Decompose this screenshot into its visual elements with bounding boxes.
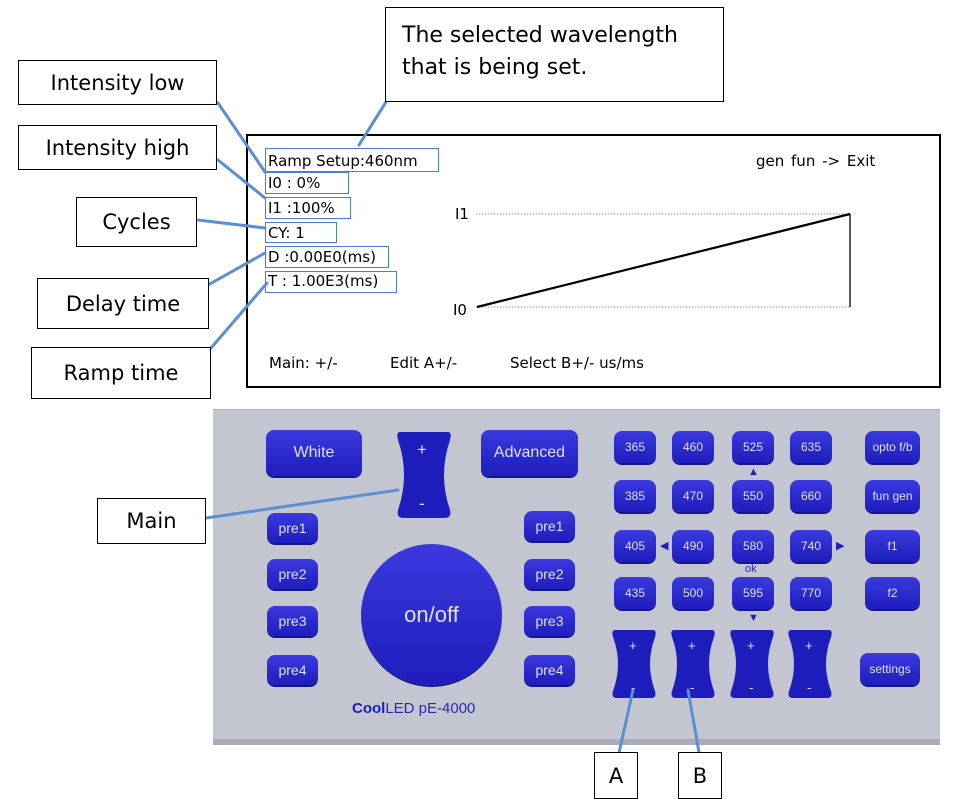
wl-460-button[interactable]: 460 (672, 431, 714, 463)
pre2-left-button[interactable]: pre2 (267, 559, 318, 589)
opto-fb-button[interactable]: opto f/b (865, 431, 920, 463)
leader-a (615, 688, 635, 764)
wl-500-button[interactable]: 500 (672, 577, 714, 609)
pre1-right-button[interactable]: pre1 (524, 511, 575, 541)
knob-d-minus: - (807, 680, 812, 695)
callout-a: A (594, 752, 638, 799)
ramp-time-value: T : 1.00E3(ms) (268, 272, 379, 290)
wl-550-button[interactable]: 550 (732, 480, 774, 512)
footer-edit: Edit A+/- (390, 354, 458, 372)
panel-shadow-edge (213, 739, 940, 745)
screen-nav: gen fun -> Exit (756, 152, 876, 170)
wl-365-button[interactable]: 365 (614, 431, 656, 463)
knob-d-rocker[interactable] (786, 628, 834, 700)
knob-a-plus: + (629, 638, 637, 653)
left-arrow-icon: ◀ (660, 540, 669, 552)
callout-intensity-low: Intensity low (18, 60, 217, 105)
footer-main: Main: +/- (269, 354, 338, 372)
settings-button[interactable]: settings (860, 653, 920, 685)
wl-435-button[interactable]: 435 (614, 577, 656, 609)
knob-b-plus: + (688, 638, 696, 653)
wl-525-button[interactable]: 525 (732, 431, 774, 463)
callout-b: B (678, 752, 722, 799)
pre3-right-button[interactable]: pre3 (524, 606, 575, 636)
brand-logo: CoolLED pE-4000 (352, 700, 476, 717)
footer-select: Select B+/- us/ms (510, 354, 644, 372)
callout-main: Main (97, 498, 206, 544)
cy-highlight (265, 222, 337, 243)
ok-label: ok (745, 563, 757, 575)
knob-b-rocker[interactable] (669, 628, 717, 700)
i1-highlight (265, 197, 351, 219)
up-arrow-icon: ▲ (748, 466, 759, 478)
wl-580-button[interactable]: 580 (732, 530, 774, 562)
f1-button[interactable]: f1 (865, 530, 920, 562)
wl-490-button[interactable]: 490 (672, 530, 714, 562)
down-arrow-icon: ▼ (748, 612, 759, 624)
callout-wavelength-line1: The selected wavelength (402, 23, 678, 48)
advanced-button[interactable]: Advanced (481, 430, 578, 476)
leader-wavelength (357, 100, 388, 147)
wl-770-button[interactable]: 770 (790, 577, 832, 609)
leader-main (204, 488, 400, 520)
wl-740-button[interactable]: 740 (790, 530, 832, 562)
knob-d-plus: + (805, 638, 813, 653)
leader-intensity-low (216, 101, 267, 174)
ramp-line (476, 212, 851, 309)
knob-a-rocker[interactable] (610, 628, 658, 700)
d-highlight (265, 246, 389, 268)
knob-c-minus: - (749, 680, 754, 695)
callout-wavelength-line2: that is being set. (402, 55, 588, 80)
pre4-left-button[interactable]: pre4 (267, 655, 318, 685)
right-arrow-icon: ▶ (836, 540, 845, 552)
wl-385-button[interactable]: 385 (614, 480, 656, 512)
ramp-setup-screen: Ramp Setup:460nm gen fun -> Exit I0 : 0%… (246, 134, 941, 388)
callout-delay-time: Delay time (37, 278, 209, 329)
pre4-right-button[interactable]: pre4 (524, 655, 575, 685)
i0-highlight (265, 172, 349, 194)
knob-b-minus: - (690, 680, 695, 695)
pre1-left-button[interactable]: pre1 (267, 513, 318, 543)
cycles-value: CY: 1 (268, 224, 305, 242)
knob-c-rocker[interactable] (728, 628, 776, 700)
onoff-button[interactable]: on/off (361, 544, 502, 685)
wl-635-button[interactable]: 635 (790, 431, 832, 463)
t-highlight (265, 271, 397, 293)
ramp-graph (476, 212, 851, 309)
callout-wavelength: The selected wavelength that is being se… (385, 7, 724, 102)
delay-time-value: D :0.00E0(ms) (268, 248, 376, 266)
wl-660-button[interactable]: 660 (790, 480, 832, 512)
leader-b (686, 688, 702, 760)
graph-i1-label: I1 (455, 205, 469, 223)
main-rocker[interactable] (394, 430, 454, 520)
intensity-high-value: I1 :100% (268, 199, 335, 217)
title-highlight (265, 148, 439, 172)
knob-c-plus: + (747, 638, 755, 653)
graph-i0-label: I0 (453, 301, 467, 319)
wl-595-button[interactable]: 595 (732, 577, 774, 609)
callout-ramp-time: Ramp time (31, 347, 211, 399)
fun-gen-button[interactable]: fun gen (865, 480, 920, 512)
wl-405-button[interactable]: 405 (614, 530, 656, 562)
f2-button[interactable]: f2 (865, 577, 920, 609)
screen-title: Ramp Setup:460nm (268, 152, 418, 170)
main-plus[interactable]: + (417, 440, 427, 459)
leader-intensity-high (216, 158, 267, 200)
leader-delay-time (206, 251, 267, 287)
white-button[interactable]: White (266, 430, 362, 476)
pre3-left-button[interactable]: pre3 (267, 606, 318, 636)
knob-a-minus: - (631, 680, 636, 695)
wl-470-button[interactable]: 470 (672, 480, 714, 512)
callout-cycles: Cycles (76, 197, 197, 247)
pre2-right-button[interactable]: pre2 (524, 559, 575, 589)
intensity-low-value: I0 : 0% (268, 174, 321, 192)
main-minus[interactable]: - (419, 494, 425, 513)
leader-cycles (196, 218, 267, 230)
leader-ramp-time (209, 281, 269, 350)
callout-intensity-high: Intensity high (18, 125, 217, 170)
